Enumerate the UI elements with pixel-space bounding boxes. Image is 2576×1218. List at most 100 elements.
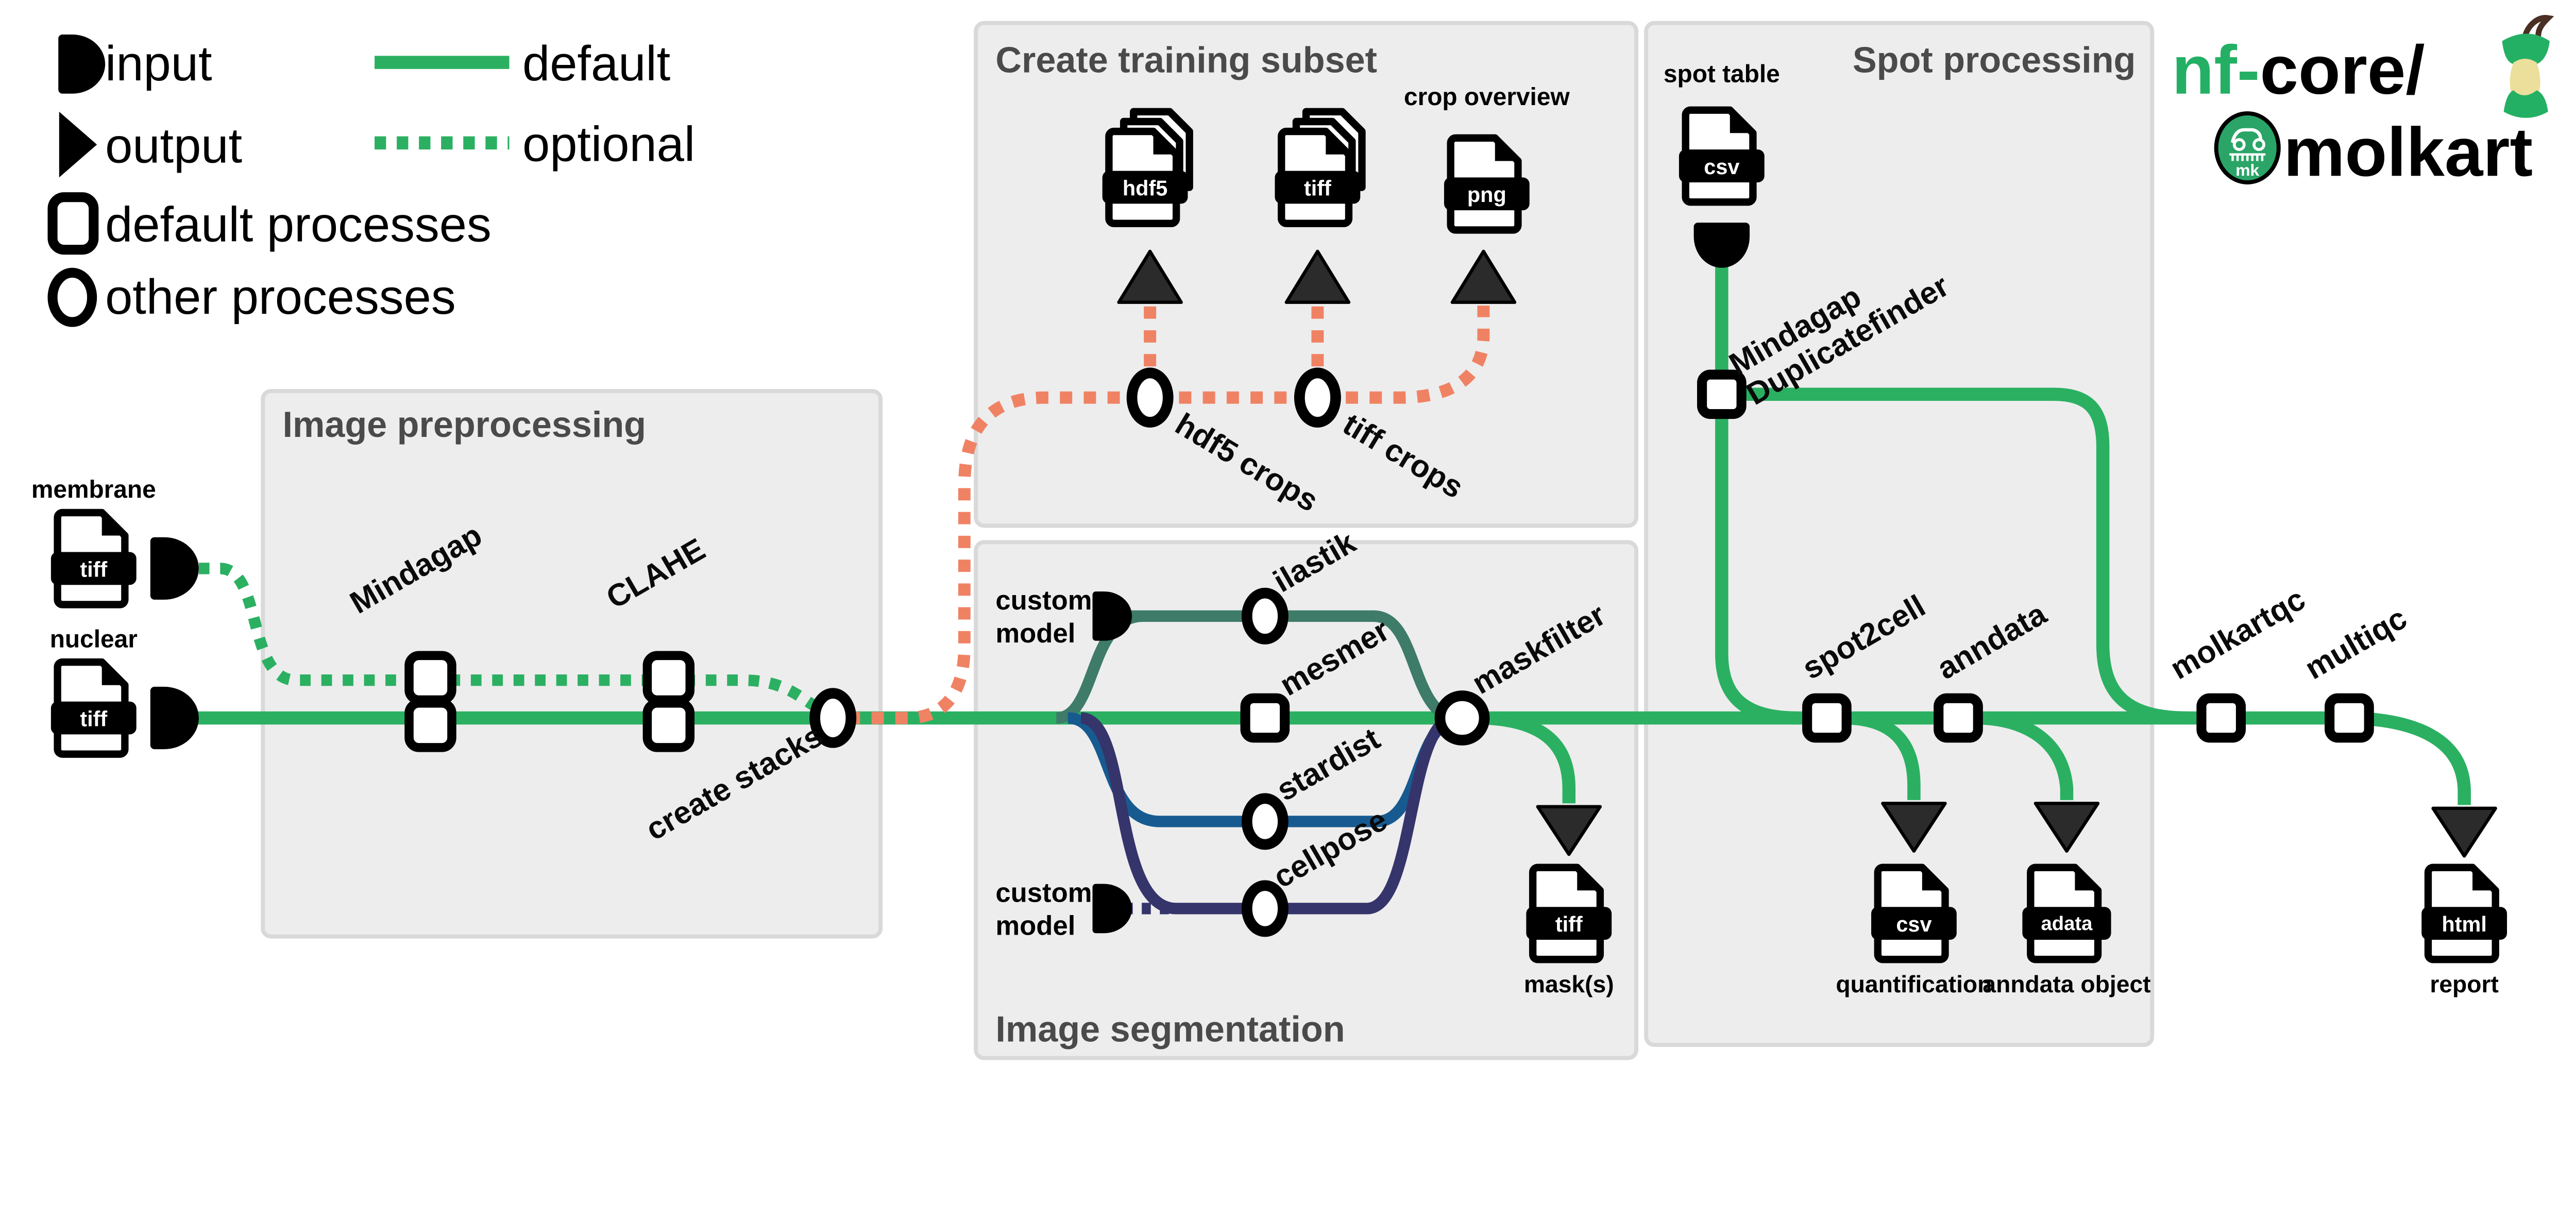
input-icon — [58, 34, 106, 94]
title-create-training-subset: Create training subset — [995, 39, 1377, 80]
stardist-node — [1241, 793, 1289, 850]
tiff-output-icon — [1284, 249, 1351, 304]
legend-default-label: default — [522, 36, 670, 91]
hdf5-output-icon — [1117, 249, 1183, 304]
maskfilter-mask-line — [1475, 711, 1576, 804]
molkart-pipeline-diagram: Image preprocessing Create training subs… — [31, 15, 2554, 1060]
svg-text:tiff: tiff — [80, 557, 107, 581]
legend: input output default processes other pro… — [47, 34, 695, 327]
anndata-node — [1934, 693, 1983, 743]
legend-other-processes-label: other processes — [105, 269, 456, 325]
quantification-label: quantification — [1836, 971, 1992, 997]
badge-mk-label: mk — [2235, 161, 2259, 179]
nf-core-molkart-logo: nf-core/ mk molkart — [2172, 15, 2554, 191]
svg-text:tiff: tiff — [80, 706, 107, 731]
title-spot-processing: Spot processing — [1853, 39, 2136, 80]
custom-model-top-input-icon — [1092, 591, 1132, 641]
adata-icon: adata — [2022, 864, 2111, 963]
mask-tiff-icon: tiff — [1526, 864, 1612, 963]
svg-text:tiff: tiff — [1304, 176, 1331, 200]
svg-text:model: model — [995, 618, 1075, 649]
adata-output-icon — [2033, 802, 2100, 853]
png-output-icon — [1450, 249, 1517, 304]
logo-dash: - — [2237, 32, 2260, 109]
png-icon: png — [1444, 134, 1530, 234]
spot-table-label: spot table — [1664, 60, 1780, 88]
cellpose-line — [1080, 712, 1456, 915]
other-process-icon — [47, 267, 97, 327]
svg-text:tiff: tiff — [1555, 912, 1583, 936]
spot2cell-node — [1802, 693, 1852, 743]
custom-model-bottom-input-icon — [1092, 884, 1132, 934]
mindagap-node — [404, 651, 456, 752]
crop-overview-label: crop overview — [1404, 83, 1570, 111]
custom-model-bottom-label: custom model — [995, 878, 1092, 941]
maskfilter-node — [1434, 690, 1490, 746]
svg-text:custom: custom — [995, 585, 1092, 616]
legend-optional-label: optional — [522, 116, 695, 172]
anndata-adata-line — [1974, 711, 2074, 800]
svg-text:csv: csv — [1704, 155, 1739, 179]
legend-input-label: input — [105, 36, 212, 91]
clahe-node — [642, 651, 695, 752]
svg-text:png: png — [1467, 182, 1506, 207]
spot-table-input-icon — [1693, 223, 1750, 268]
membrane-label: membrane — [31, 476, 156, 503]
svg-text:adata: adata — [2041, 912, 2093, 935]
ilastik-node — [1241, 587, 1289, 645]
default-process-icon — [47, 192, 99, 255]
molkartqc-label: molkartqc — [2164, 581, 2311, 686]
logo-molkart: molkart — [2283, 114, 2533, 191]
create-stacks-node — [809, 688, 857, 748]
report-output-icon — [2431, 806, 2497, 858]
hdf5-crops-node — [1126, 367, 1174, 428]
output-icon — [59, 111, 97, 178]
apple-core-icon — [2502, 15, 2554, 118]
spot-table-csv-icon: csv — [1679, 106, 1765, 206]
title-image-preprocessing: Image preprocessing — [282, 404, 646, 445]
nuclear-tiff-icon: tiff — [50, 658, 137, 758]
svg-text:hdf5: hdf5 — [1123, 176, 1167, 200]
title-image-segmentation: Image segmentation — [995, 1009, 1345, 1050]
logo-text-row1: nf-core/ — [2172, 32, 2425, 109]
svg-text:custom: custom — [995, 878, 1092, 908]
molkartqc-node — [2196, 693, 2246, 743]
logo-core: core/ — [2260, 32, 2425, 109]
molkart-badge-icon: mk — [2214, 111, 2281, 184]
box-image-preprocessing — [261, 388, 883, 939]
io-markers — [150, 223, 2497, 934]
legend-output-label: output — [105, 119, 242, 174]
hdf5-stack-icon: hdf5 — [1102, 108, 1193, 227]
duplicatefinder-node — [1697, 369, 1747, 419]
masks-label: mask(s) — [1524, 971, 1614, 997]
membrane-input-icon — [150, 537, 199, 600]
nuclear-input-icon — [150, 686, 199, 750]
cellpose-node — [1241, 880, 1289, 937]
quantification-output-icon — [1881, 802, 1947, 853]
tiff-stack-icon: tiff — [1275, 108, 1366, 227]
spot-table-line — [1715, 263, 1798, 725]
file-icons: tiff tiff hdf5 tiff — [50, 106, 2507, 963]
legend-default-processes-label: default processes — [105, 197, 492, 252]
custom-model-top-label: custom model — [995, 585, 1092, 649]
process-nodes — [404, 367, 2374, 937]
duplicatefinder-bypass-line — [1738, 387, 2189, 725]
report-html-icon: html — [2421, 864, 2507, 963]
mask-output-icon — [1536, 805, 1602, 856]
box-image-segmentation — [974, 540, 1639, 1060]
svg-text:html: html — [2442, 912, 2486, 936]
nuclear-label: nuclear — [50, 625, 138, 653]
logo-nf: nf — [2172, 32, 2238, 109]
report-label: report — [2430, 971, 2499, 997]
spot2cell-quant-line — [1843, 711, 1921, 800]
tiff-crops-node — [1294, 367, 1341, 428]
anndata-object-label: anndata object — [1982, 971, 2150, 997]
mesmer-node — [1240, 693, 1290, 743]
membrane-tiff-icon: tiff — [50, 509, 137, 608]
quantification-csv-icon: csv — [1871, 864, 1957, 963]
svg-text:model: model — [995, 910, 1075, 941]
membrane-optional-line — [177, 563, 821, 713]
multiqc-node — [2325, 693, 2374, 743]
box-spot-processing — [1644, 21, 2155, 1047]
multiqc-label: multiqc — [2299, 600, 2413, 686]
